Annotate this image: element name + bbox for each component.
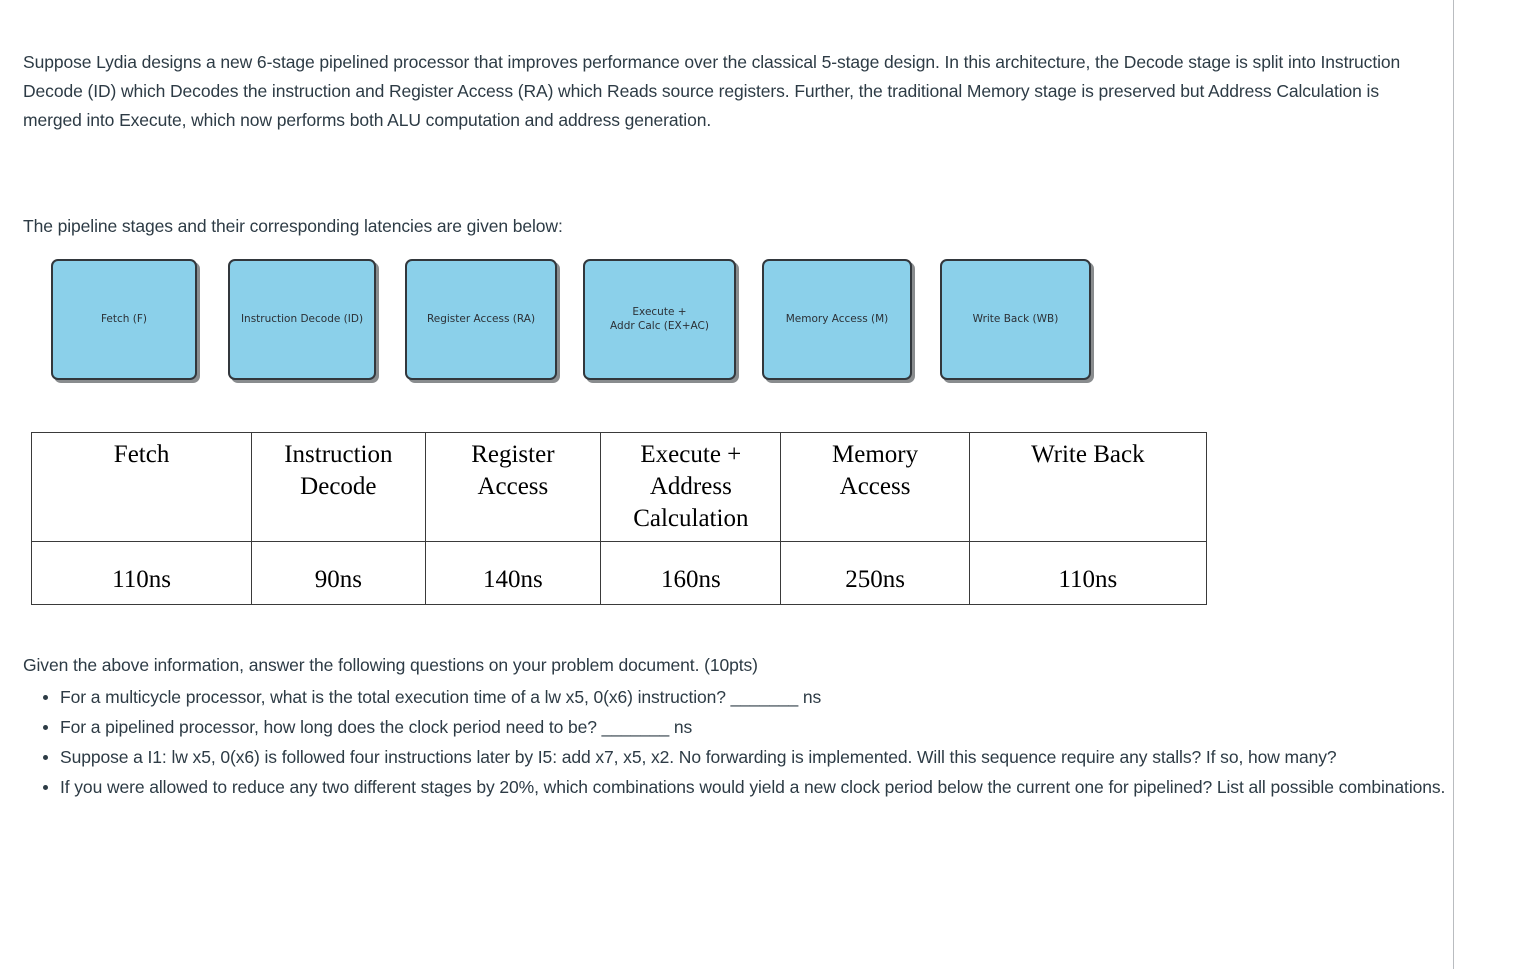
question-list-item: If you were allowed to reduce any two di… bbox=[43, 773, 1475, 802]
pipeline-stage-box: Register Access (RA) bbox=[405, 259, 557, 380]
question-list-item: Suppose a I1: lw x5, 0(x6) is followed f… bbox=[43, 743, 1475, 772]
question-list-item: For a multicycle processor, what is the … bbox=[43, 683, 1475, 712]
pipeline-stage-box-label: Write Back (WB) bbox=[972, 312, 1059, 325]
pipeline-stage-box-label: Register Access (RA) bbox=[426, 312, 536, 325]
pipeline-stage-diagram: Fetch (F) Instruction Decode (ID) Register… bbox=[0, 255, 1454, 390]
intro-paragraph: Suppose Lydia designs a new 6-stage pipe… bbox=[23, 51, 1401, 130]
pipeline-stage-box: Instruction Decode (ID) bbox=[228, 259, 376, 380]
stages-lead-text: The pipeline stages and their correspond… bbox=[23, 215, 563, 236]
page-right-gutter bbox=[1455, 0, 1522, 969]
pipeline-stage-box: Execute + Addr Calc (EX+AC) bbox=[583, 259, 736, 380]
table-value-cell: 110ns bbox=[30, 541, 253, 605]
table-value-cell: 140ns bbox=[424, 541, 602, 605]
pipeline-stage-box-label: Memory Access (M) bbox=[785, 312, 889, 325]
table-value-cell: 110ns bbox=[968, 541, 1208, 605]
pipeline-stage-box: Fetch (F) bbox=[51, 259, 197, 380]
table-value-cell: 90ns bbox=[251, 541, 426, 605]
pipeline-stage-box-label: Fetch (F) bbox=[100, 312, 148, 325]
table-value-cell: 160ns bbox=[600, 541, 782, 605]
table-header-cell: Write Back bbox=[968, 432, 1208, 542]
pipeline-stage-box-label: Instruction Decode (ID) bbox=[240, 312, 364, 325]
document-page: Suppose Lydia designs a new 6-stage pipe… bbox=[0, 0, 1454, 969]
pipeline-stage-box: Write Back (WB) bbox=[940, 259, 1091, 380]
given-information-line: Given the above information, answer the … bbox=[23, 654, 758, 675]
question-list-item: For a pipelined processor, how long does… bbox=[43, 713, 1475, 742]
pipeline-stage-box-label: Execute + Addr Calc (EX+AC) bbox=[610, 306, 709, 332]
table-value-cell: 250ns bbox=[780, 541, 970, 605]
table-header-cell: Fetch bbox=[30, 432, 253, 542]
question-list: For a multicycle processor, what is the … bbox=[23, 683, 1475, 803]
pipeline-stage-box: Memory Access (M) bbox=[762, 259, 912, 380]
